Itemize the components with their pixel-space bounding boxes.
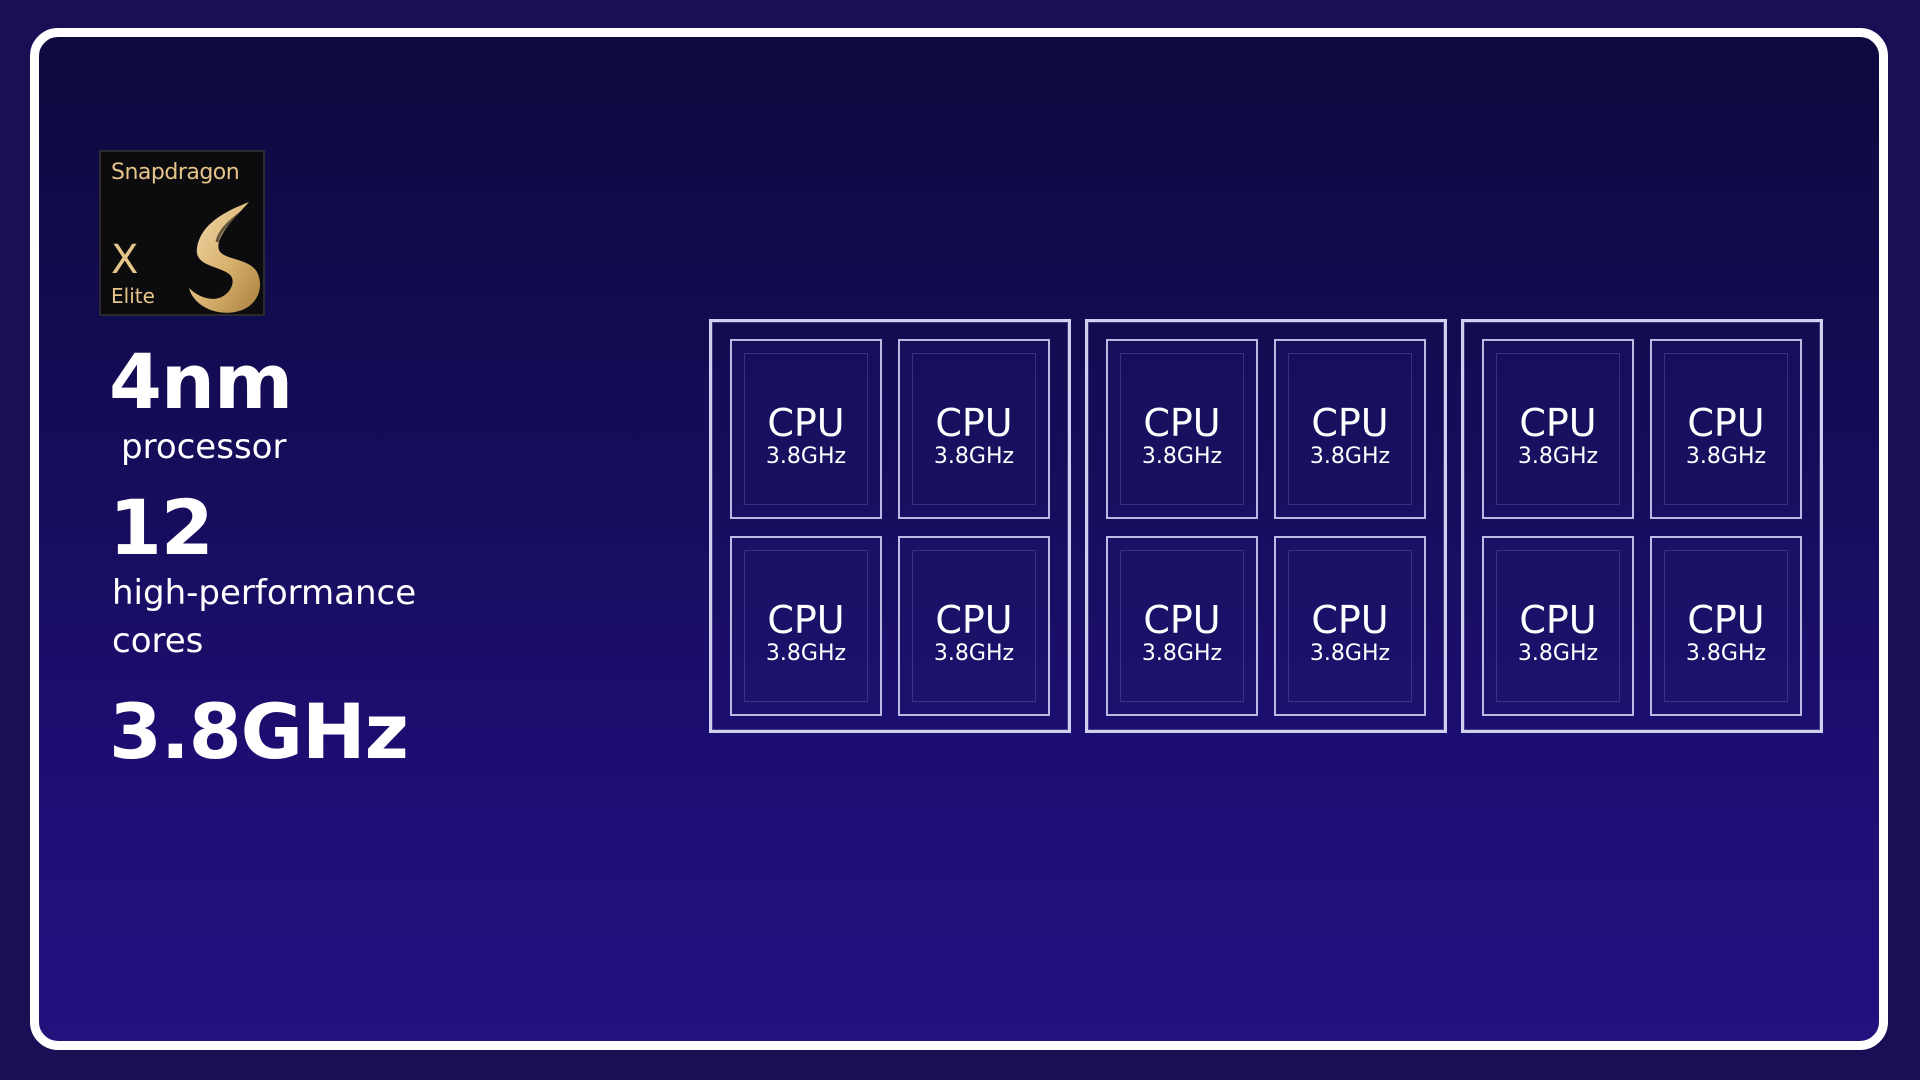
cpu-core-frequency: 3.8GHz	[1141, 641, 1223, 666]
cpu-core-frequency: 3.8GHz	[765, 444, 847, 469]
logo-brand-text: Snapdragon	[111, 160, 240, 185]
cpu-core-frequency: 3.8GHz	[1685, 444, 1767, 469]
cpu-core-label: CPU	[935, 401, 1013, 445]
cpu-core-frequency: 3.8GHz	[933, 444, 1015, 469]
cpu-core-frequency: 3.8GHz	[1309, 641, 1391, 666]
logo-tier-text: Elite	[111, 284, 155, 308]
cpu-core-label: CPU	[1519, 598, 1597, 642]
cpu-core-label: CPU	[1687, 401, 1765, 445]
cpu-core-label: CPU	[1687, 598, 1765, 642]
cpu-core-frequency: 3.8GHz	[1141, 444, 1223, 469]
cpu-core-frequency: 3.8GHz	[1309, 444, 1391, 469]
cpu-core-label: CPU	[1143, 598, 1221, 642]
cpu-core-frequency: 3.8GHz	[765, 641, 847, 666]
snapdragon-logo: Snapdragon X Elite	[99, 150, 265, 316]
cpu-core-label: CPU	[1311, 598, 1389, 642]
snapdragon-flame-icon	[189, 202, 261, 313]
slide-frame: Snapdragon X Elite 4nm processor 12 high…	[30, 28, 1888, 1050]
cpu-core-label: CPU	[1311, 401, 1389, 445]
cpu-core-label: CPU	[1143, 401, 1221, 445]
core-count-label: high-performance cores	[112, 573, 417, 661]
process-node-value: 4nm	[109, 337, 293, 426]
cpu-core-label: CPU	[1519, 401, 1597, 445]
cpu-core-frequency: 3.8GHz	[1685, 641, 1767, 666]
cpu-core-label: CPU	[935, 598, 1013, 642]
core-count-value: 12	[109, 483, 214, 572]
clock-speed-value: 3.8GHz	[109, 687, 409, 776]
cpu-core-label: CPU	[767, 401, 845, 445]
logo-series-text: X	[111, 237, 139, 283]
cpu-core-label: CPU	[767, 598, 845, 642]
process-node-label: processor	[121, 427, 287, 467]
cpu-core-frequency: 3.8GHz	[1517, 641, 1599, 666]
cpu-core-frequency: 3.8GHz	[933, 641, 1015, 666]
cpu-core-frequency: 3.8GHz	[1517, 444, 1599, 469]
